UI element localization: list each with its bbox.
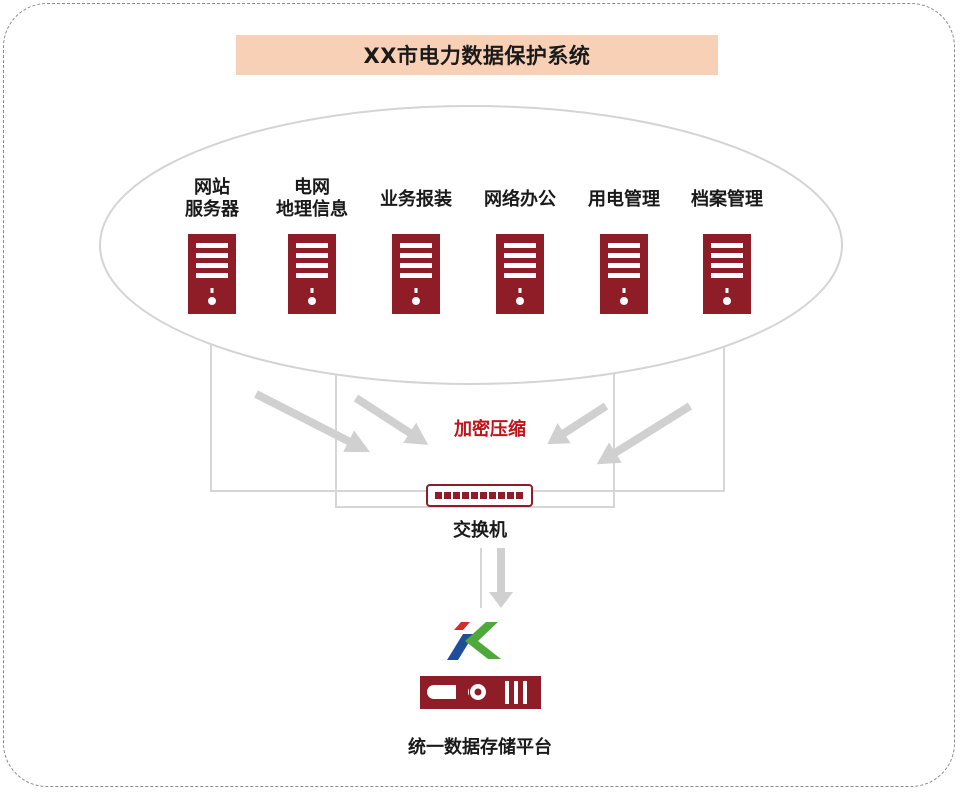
system-label-power-usage-management: 用电管理 <box>588 189 660 210</box>
system-label-network-office: 网络办公 <box>484 189 556 210</box>
switch-label: 交换机 <box>453 520 507 541</box>
ik-logo <box>447 622 501 660</box>
server-icon <box>392 234 440 314</box>
inflow-arrows <box>254 390 693 465</box>
server-icon <box>188 234 236 314</box>
title-banner: XX市电力数据保护系统 <box>236 35 718 75</box>
arrow-right-down-icon <box>353 394 429 445</box>
system-label-grid-gis: 电网 地理信息 <box>276 177 348 220</box>
system-label-website-server: 网站 服务器 <box>185 177 239 220</box>
storage-platform-label: 统一数据存储平台 <box>408 737 552 758</box>
arrow-left-down-icon <box>596 402 693 465</box>
process-label: 加密压缩 <box>454 419 526 440</box>
system-label-business-application: 业务报装 <box>380 189 452 210</box>
storage-device-icon <box>420 676 541 709</box>
outer-dashed-frame <box>3 3 955 787</box>
server-icon <box>703 234 751 314</box>
diagram-title: XX市电力数据保护系统 <box>363 44 591 68</box>
arrow-down-icon <box>489 548 513 608</box>
server-icon <box>288 234 336 314</box>
server-icon <box>496 234 544 314</box>
system-label-archive-management: 档案管理 <box>691 189 763 210</box>
systems-ellipse <box>99 105 843 385</box>
arrow-right-down-icon <box>254 390 371 453</box>
server-icon <box>600 234 648 314</box>
arrow-left-down-icon <box>547 402 609 445</box>
switch-icon <box>426 484 533 507</box>
